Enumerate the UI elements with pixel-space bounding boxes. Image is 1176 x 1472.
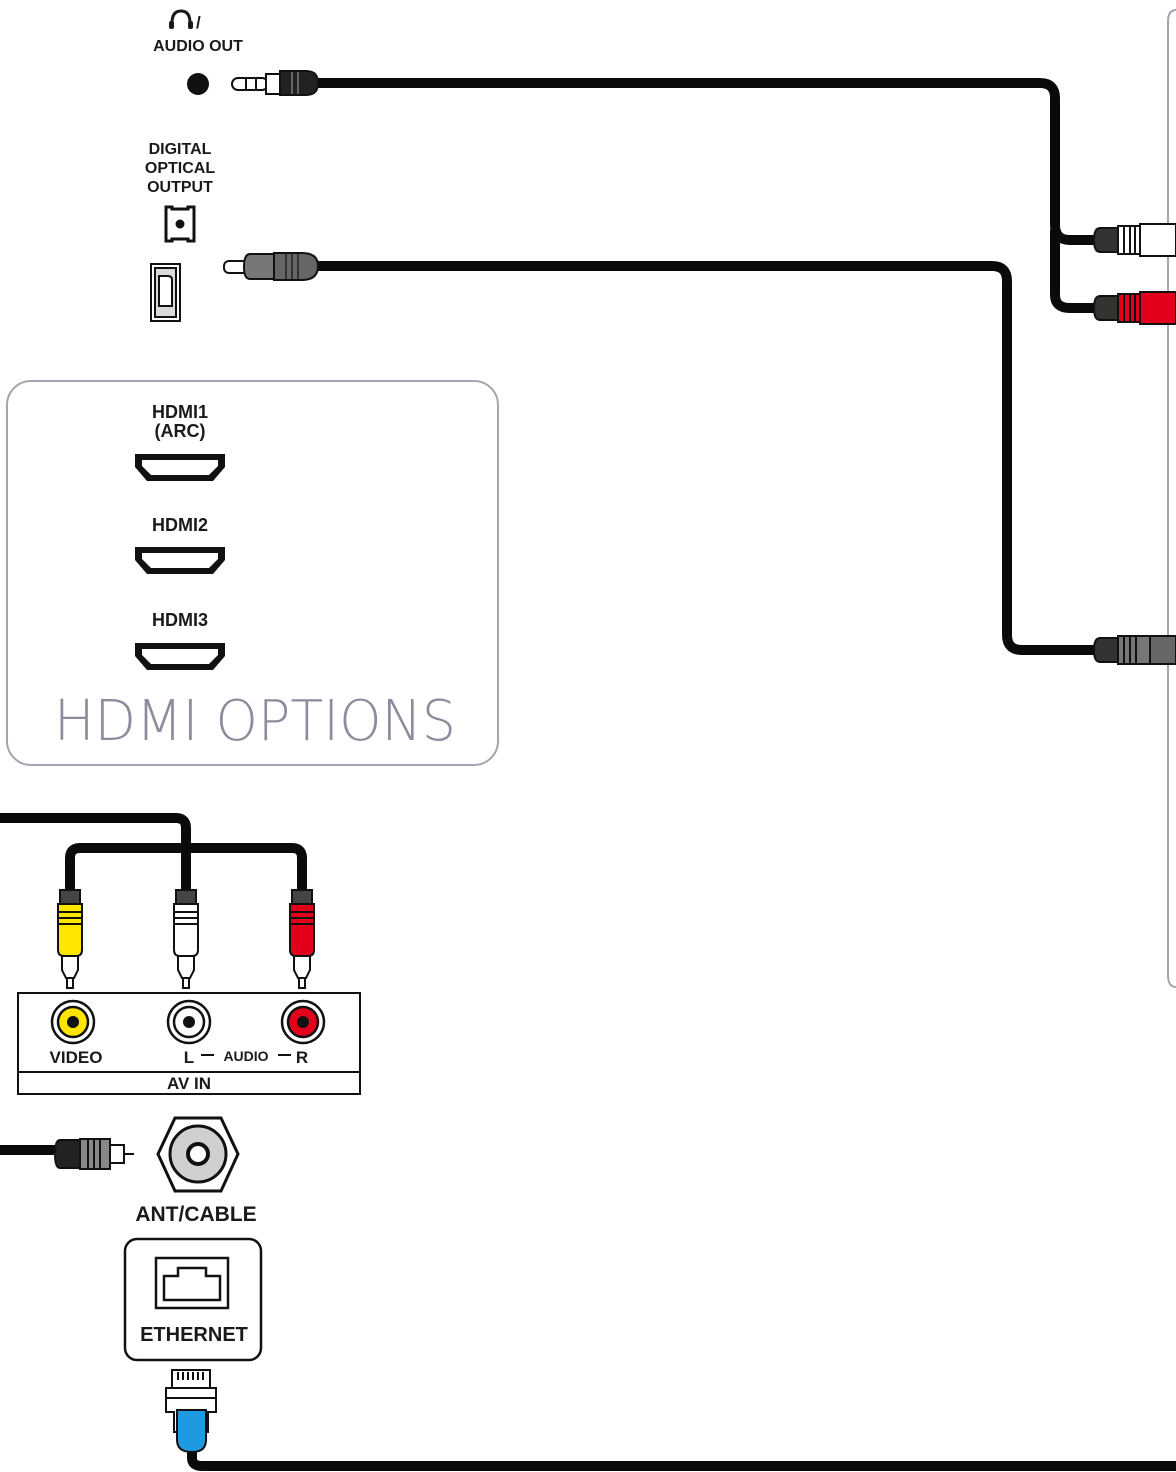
hdmi3-port bbox=[135, 643, 225, 670]
headphones-icon bbox=[170, 9, 192, 24]
av-left-label: L bbox=[184, 1048, 194, 1067]
av-in-title: AV IN bbox=[167, 1074, 211, 1093]
audio-out-port: / AUDIO OUT bbox=[153, 9, 320, 96]
device-optical-plug bbox=[1092, 635, 1176, 665]
optical-cable bbox=[310, 261, 1105, 655]
av-audio-label: AUDIO bbox=[223, 1048, 268, 1064]
optical-icon bbox=[164, 205, 196, 243]
optical-port: DIGITAL OPTICAL OUTPUT bbox=[145, 141, 320, 322]
ethernet-connector: ETHERNET bbox=[123, 1237, 263, 1454]
device-audio-plugs bbox=[1092, 223, 1176, 665]
av-audio-right-jack bbox=[280, 999, 326, 1045]
av-video-label: VIDEO bbox=[50, 1048, 103, 1067]
rca-plug-white bbox=[173, 889, 199, 989]
hdmi3-label: HDMI3 bbox=[152, 610, 208, 630]
av-right-label: R bbox=[296, 1048, 308, 1067]
rca-plug-yellow bbox=[57, 889, 83, 989]
hdmi2-port bbox=[135, 547, 225, 574]
antenna-port bbox=[156, 1116, 240, 1193]
hdmi-options-title: HDMI OPTIONS bbox=[54, 689, 456, 754]
device-rca-plug-white bbox=[1092, 223, 1176, 257]
ethernet-label: ETHERNET bbox=[140, 1324, 248, 1346]
svg-text:/: / bbox=[196, 13, 201, 32]
coax-plug bbox=[53, 1138, 134, 1170]
av-audio-left-jack bbox=[166, 999, 212, 1045]
hdmi1-label: HDMI1 bbox=[152, 402, 208, 422]
ethernet-port-icon bbox=[154, 1256, 230, 1310]
hdmi-options-panel: HDMI1 (ARC) HDMI2 HDMI3 HDMI OPTIONS bbox=[6, 380, 499, 766]
hdmi1-arc-label: (ARC) bbox=[155, 421, 206, 441]
av-rca-plugs bbox=[57, 889, 315, 989]
audio-out-label: AUDIO OUT bbox=[153, 38, 243, 55]
optical-label-line1: DIGITAL bbox=[149, 141, 212, 158]
audio-out-plug bbox=[231, 70, 320, 96]
av-audio-cable bbox=[0, 813, 191, 895]
av-video-jack bbox=[50, 999, 96, 1045]
rca-plug-red bbox=[289, 889, 315, 989]
hdmi1-port bbox=[135, 454, 225, 481]
optical-label-line2: OPTICAL bbox=[145, 160, 215, 177]
ethernet-plug bbox=[165, 1369, 217, 1454]
optical-plug bbox=[223, 252, 320, 281]
external-device-panel bbox=[1167, 9, 1176, 988]
audio-out-cable bbox=[312, 78, 1105, 245]
ethernet-cable bbox=[187, 1450, 1176, 1471]
optical-jack bbox=[150, 263, 181, 322]
hdmi2-label: HDMI2 bbox=[152, 515, 208, 535]
optical-label-line3: OUTPUT bbox=[147, 179, 213, 196]
antenna-label: ANT/CABLE bbox=[135, 1203, 256, 1226]
audio-out-cable-red-branch bbox=[1050, 230, 1105, 313]
cables bbox=[0, 78, 1176, 1471]
antenna-connector: ANT/CABLE bbox=[53, 1116, 257, 1226]
device-rca-plug-red bbox=[1092, 291, 1176, 325]
av-in-panel: VIDEO L AUDIO R AV IN bbox=[17, 992, 361, 1095]
audio-out-jack bbox=[187, 73, 209, 95]
